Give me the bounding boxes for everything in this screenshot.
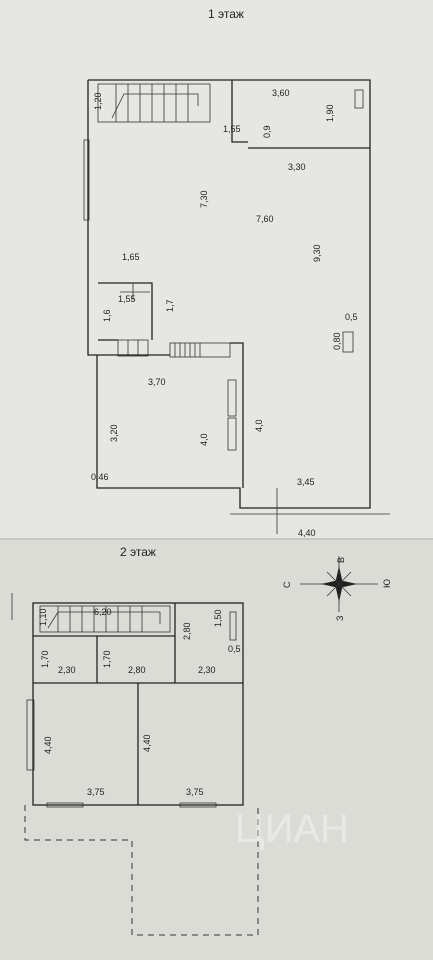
dim-label: 4,40 (298, 528, 316, 538)
dim-label: 1,20 (93, 92, 103, 110)
watermark-logo: ЦИАН (235, 807, 349, 851)
dim-label: 1,70 (102, 650, 112, 668)
dim-label: 3,75 (87, 787, 105, 797)
dim-label: 1,65 (122, 252, 140, 262)
dim-label: 0,46 (91, 472, 109, 482)
floor1-title: 1 этаж (208, 7, 244, 21)
dim-label: 0,5 (345, 312, 358, 322)
floor1-walls (83, 79, 390, 534)
dim-label: 3,75 (186, 787, 204, 797)
dim-label: 3,60 (272, 88, 290, 98)
dim-label: 1,70 (40, 650, 50, 668)
compass-rose-icon (300, 556, 378, 612)
dim-label: 1,55 (118, 294, 136, 304)
compass-east-label: В (336, 557, 346, 563)
floor2-walls (11, 593, 259, 936)
compass-north-label: С (282, 581, 292, 588)
dim-label: 3,45 (297, 477, 315, 487)
dim-label: 9,30 (312, 244, 322, 262)
dim-label: 2,30 (58, 665, 76, 675)
floor2-title: 2 этаж (120, 545, 156, 559)
dim-label: 0,5 (228, 644, 241, 654)
dim-label: 0,9 (262, 125, 272, 138)
dim-label: 2,30 (198, 665, 216, 675)
floor1-dimensions: 3,60 1,20 1,55 0,9 1,90 3,30 7,30 7,60 9… (91, 88, 358, 538)
dim-label: 1,55 (223, 124, 241, 134)
dim-label: 1,10 (38, 608, 48, 626)
dim-label: 1,90 (325, 104, 335, 122)
dim-label: 3,30 (288, 162, 306, 172)
dim-label: 1,50 (213, 609, 223, 627)
dim-label: 3,20 (109, 424, 119, 442)
dim-label: 4,40 (43, 736, 53, 754)
dim-label: 7,30 (199, 190, 209, 208)
compass-south-label: Ю (382, 579, 392, 588)
dim-label: 1,6 (102, 309, 112, 322)
floor2-dimensions: 1,10 6,20 2,80 1,50 0,5 1,70 1,70 2,30 2… (38, 607, 241, 797)
compass-west-label: З (335, 616, 345, 621)
dim-label: 2,80 (128, 665, 146, 675)
dim-label: 0,80 (332, 332, 342, 350)
dim-label: 4,0 (254, 419, 264, 432)
dim-label: 4,40 (142, 734, 152, 752)
dim-label: 3,70 (148, 377, 166, 387)
dim-label: 4,0 (199, 433, 209, 446)
dim-label: 2,80 (182, 622, 192, 640)
floor2-sheet (0, 540, 433, 960)
dim-label: 6,20 (94, 607, 112, 617)
dim-label: 7,60 (256, 214, 274, 224)
dim-label: 1,7 (165, 299, 175, 312)
